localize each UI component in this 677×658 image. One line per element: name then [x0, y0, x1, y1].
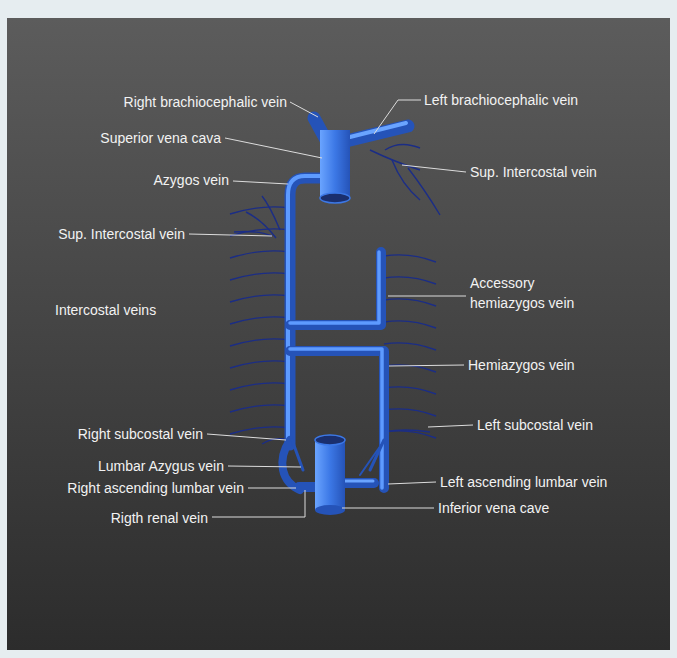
azygos-highlight: [288, 176, 322, 445]
svc-opening: [320, 193, 350, 203]
superior-vena-cava: [314, 118, 408, 203]
leader-line: [225, 138, 322, 158]
accessory-highlight: [290, 252, 379, 323]
accessory-hemiazygos-vein: [290, 252, 381, 325]
vein-label: Right ascending lumbar vein: [67, 478, 244, 498]
intercostal-vein: [230, 295, 290, 302]
vein-label: Right subcostal vein: [78, 424, 203, 444]
vein-label: Intercostal veins: [55, 300, 156, 320]
intercostal-vein: [230, 383, 290, 390]
intercostal-vein: [230, 207, 290, 214]
leader-line: [389, 365, 464, 366]
superior-intercostal-branch: [262, 196, 280, 230]
intercostal-vein: [384, 409, 436, 416]
intercostal-vein: [384, 321, 436, 328]
superior-intercostal-branch: [246, 212, 276, 238]
left-renal-vein: [345, 478, 374, 488]
vein-label: Inferior vena cave: [438, 498, 549, 518]
vein-label: Right brachiocephalic vein: [124, 92, 287, 112]
intercostal-vein: [230, 361, 290, 368]
vein-label: Rigth renal vein: [111, 508, 208, 528]
left-lumbar-branch: [360, 445, 381, 475]
inferior-vena-cava: [299, 435, 374, 515]
vein-label: Lumbar Azygus vein: [98, 456, 224, 476]
left-renal-highlight: [345, 480, 373, 483]
intercostal-vein: [230, 339, 290, 346]
leader-line: [248, 488, 296, 489]
left-lumbar-branch: [370, 440, 384, 470]
intercostal-vein: [384, 299, 436, 306]
vein-label: Superior vena cava: [100, 128, 221, 148]
background-panel: [7, 18, 670, 650]
intercostal-vein: [384, 431, 436, 438]
left-brachiocephalic-vein: [342, 126, 408, 142]
vein-label: Hemiazygos vein: [468, 355, 575, 375]
intercostal-vein: [384, 343, 436, 350]
leader-line: [189, 234, 272, 236]
ivc-bottom: [315, 505, 345, 515]
superior-intercostal-branch: [385, 144, 420, 150]
leader-line: [428, 425, 473, 427]
intercostal-vein: [384, 255, 436, 262]
leader-line: [342, 508, 434, 509]
lumbar-azygos-vein: [292, 440, 303, 470]
svc-tube: [320, 130, 350, 198]
vein-label: Sup. Intercostal vein: [470, 162, 597, 182]
ivc-tube: [315, 440, 345, 510]
leader-line: [207, 434, 286, 440]
main-veins: [282, 176, 384, 490]
vein-label: Left ascending lumbar vein: [440, 472, 607, 492]
azygos-vein: [290, 178, 322, 445]
vein-label: Left subcostal vein: [477, 415, 593, 435]
vein-label: Left brachiocephalic vein: [424, 90, 578, 110]
leader-line: [388, 482, 436, 484]
leader-line: [374, 100, 421, 134]
intercostal-vein: [384, 387, 436, 394]
left-brachiocephalic-highlight: [342, 123, 406, 139]
leader-line: [233, 181, 288, 184]
intercostal-vein: [230, 317, 290, 324]
intercostal-vein: [230, 405, 290, 412]
leader-line: [228, 466, 301, 467]
superior-intercostal-branch: [384, 430, 430, 432]
right-renal-vein: [299, 482, 315, 492]
superior-intercostal-branch: [408, 168, 440, 215]
leader-line: [402, 165, 466, 172]
vein-label: Sup. Intercostal vein: [58, 224, 185, 244]
vein-label: Azygos vein: [154, 170, 229, 190]
superior-intercostal-branch: [392, 160, 420, 200]
intercostal-vein: [230, 273, 290, 280]
intercostal-vein: [230, 251, 290, 258]
vein-label: Accessory hemiazygos vein: [470, 273, 600, 313]
leader-lines: [189, 100, 473, 517]
intercostal-vein: [230, 427, 290, 434]
ivc-opening: [315, 435, 345, 445]
intercostal-vein: [384, 277, 436, 284]
leader-line: [290, 102, 318, 117]
leader-line: [388, 296, 466, 297]
